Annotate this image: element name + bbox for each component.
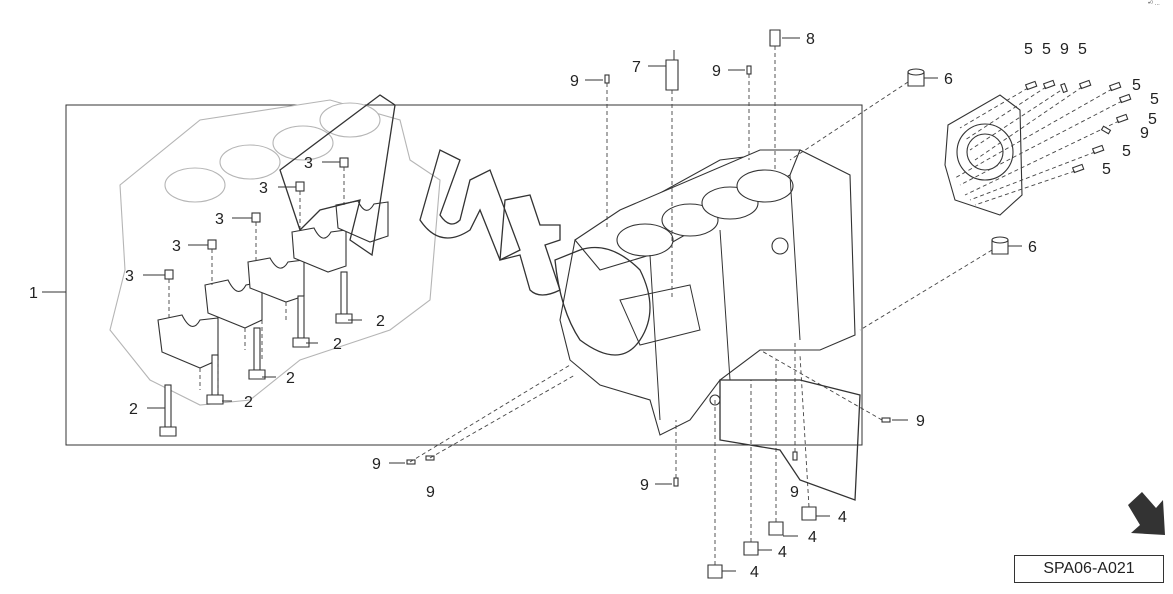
callout-2: 2 [286,370,295,387]
callouts: 1 2 2 2 2 2 3 3 3 3 3 4 4 4 4 5 5 5 5 5 … [29,31,1159,581]
callout-4: 4 [750,564,759,581]
callout-2: 2 [333,336,342,353]
callout-3: 3 [215,211,224,228]
watermark [279,94,861,501]
arrow-down-right-icon [1128,492,1165,535]
callout-5: 5 [1042,41,1051,58]
callout-9: 9 [712,63,721,80]
callout-9: 9 [916,413,925,430]
callout-3: 3 [259,180,268,197]
dipstick-tube [665,50,679,300]
leader-lines [42,37,1022,572]
callout-5: 5 [1102,161,1111,178]
callout-2: 2 [244,394,253,411]
plugs [406,65,1112,487]
callout-6: 6 [944,71,953,88]
callout-5: 5 [1148,111,1157,128]
callout-5: 5 [1024,41,1033,58]
corner-mark: •ᴼ ... [1148,1,1160,7]
callout-7: 7 [632,59,641,76]
bracket [769,29,781,170]
reference-code: SPA06-A021 [1014,555,1164,583]
callout-9: 9 [570,73,579,90]
callout-9: 9 [426,484,435,501]
callout-4: 4 [778,544,787,561]
callout-5: 5 [1078,41,1087,58]
callout-6: 6 [1028,239,1037,256]
bushings [789,68,1009,331]
callout-9: 9 [790,484,799,501]
callout-9: 9 [1140,125,1149,142]
callout-4: 4 [808,529,817,546]
cylinder-block [559,149,856,436]
callout-9: 9 [640,477,649,494]
callout-4: 4 [838,509,847,526]
main-bearing-caps [157,200,389,369]
callout-2: 2 [129,401,138,418]
callout-2: 2 [376,313,385,330]
cap-assembly-lines [168,167,345,395]
callout-5: 5 [1132,77,1141,94]
callout-8: 8 [806,31,815,48]
assembly-frame [65,104,863,446]
retainer-bolts [1024,79,1132,174]
callout-1: 1 [29,285,38,302]
rear-oil-seal-retainer [944,94,1023,216]
callout-9: 9 [372,456,381,473]
ghost-lower-block [109,99,441,406]
oil-jet-bolts [707,354,817,579]
callout-3: 3 [172,238,181,255]
callout-9: 9 [1060,41,1069,58]
callout-3: 3 [304,155,313,172]
callout-5: 5 [1122,143,1131,160]
callout-3: 3 [125,268,134,285]
callout-5: 5 [1150,91,1159,108]
main-cap-bolts [159,271,353,437]
retainer-assembly-lines [954,86,1123,206]
